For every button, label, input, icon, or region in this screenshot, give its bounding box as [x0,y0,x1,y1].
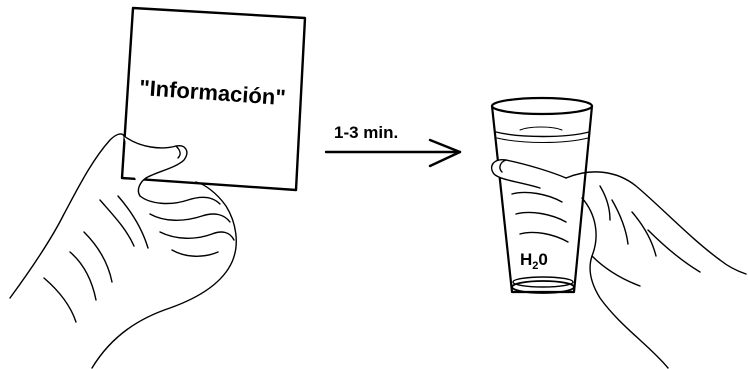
arrow-label: 1-3 min. [334,123,398,142]
glass-label-main: H [520,250,532,269]
glass-label-end: 0 [538,250,547,269]
arrow-right-icon [326,140,460,166]
